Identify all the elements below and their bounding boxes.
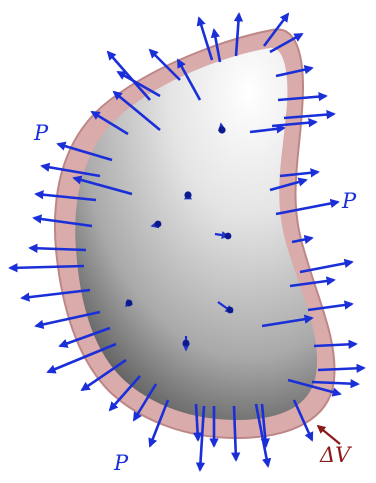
pressure-label-top: P (33, 121, 49, 145)
volume-change-label: ΔV (319, 443, 352, 467)
volume-change-pointer (318, 426, 340, 444)
pressure-label-bottom: P (113, 451, 129, 475)
pressure-label-right: P (341, 189, 357, 213)
